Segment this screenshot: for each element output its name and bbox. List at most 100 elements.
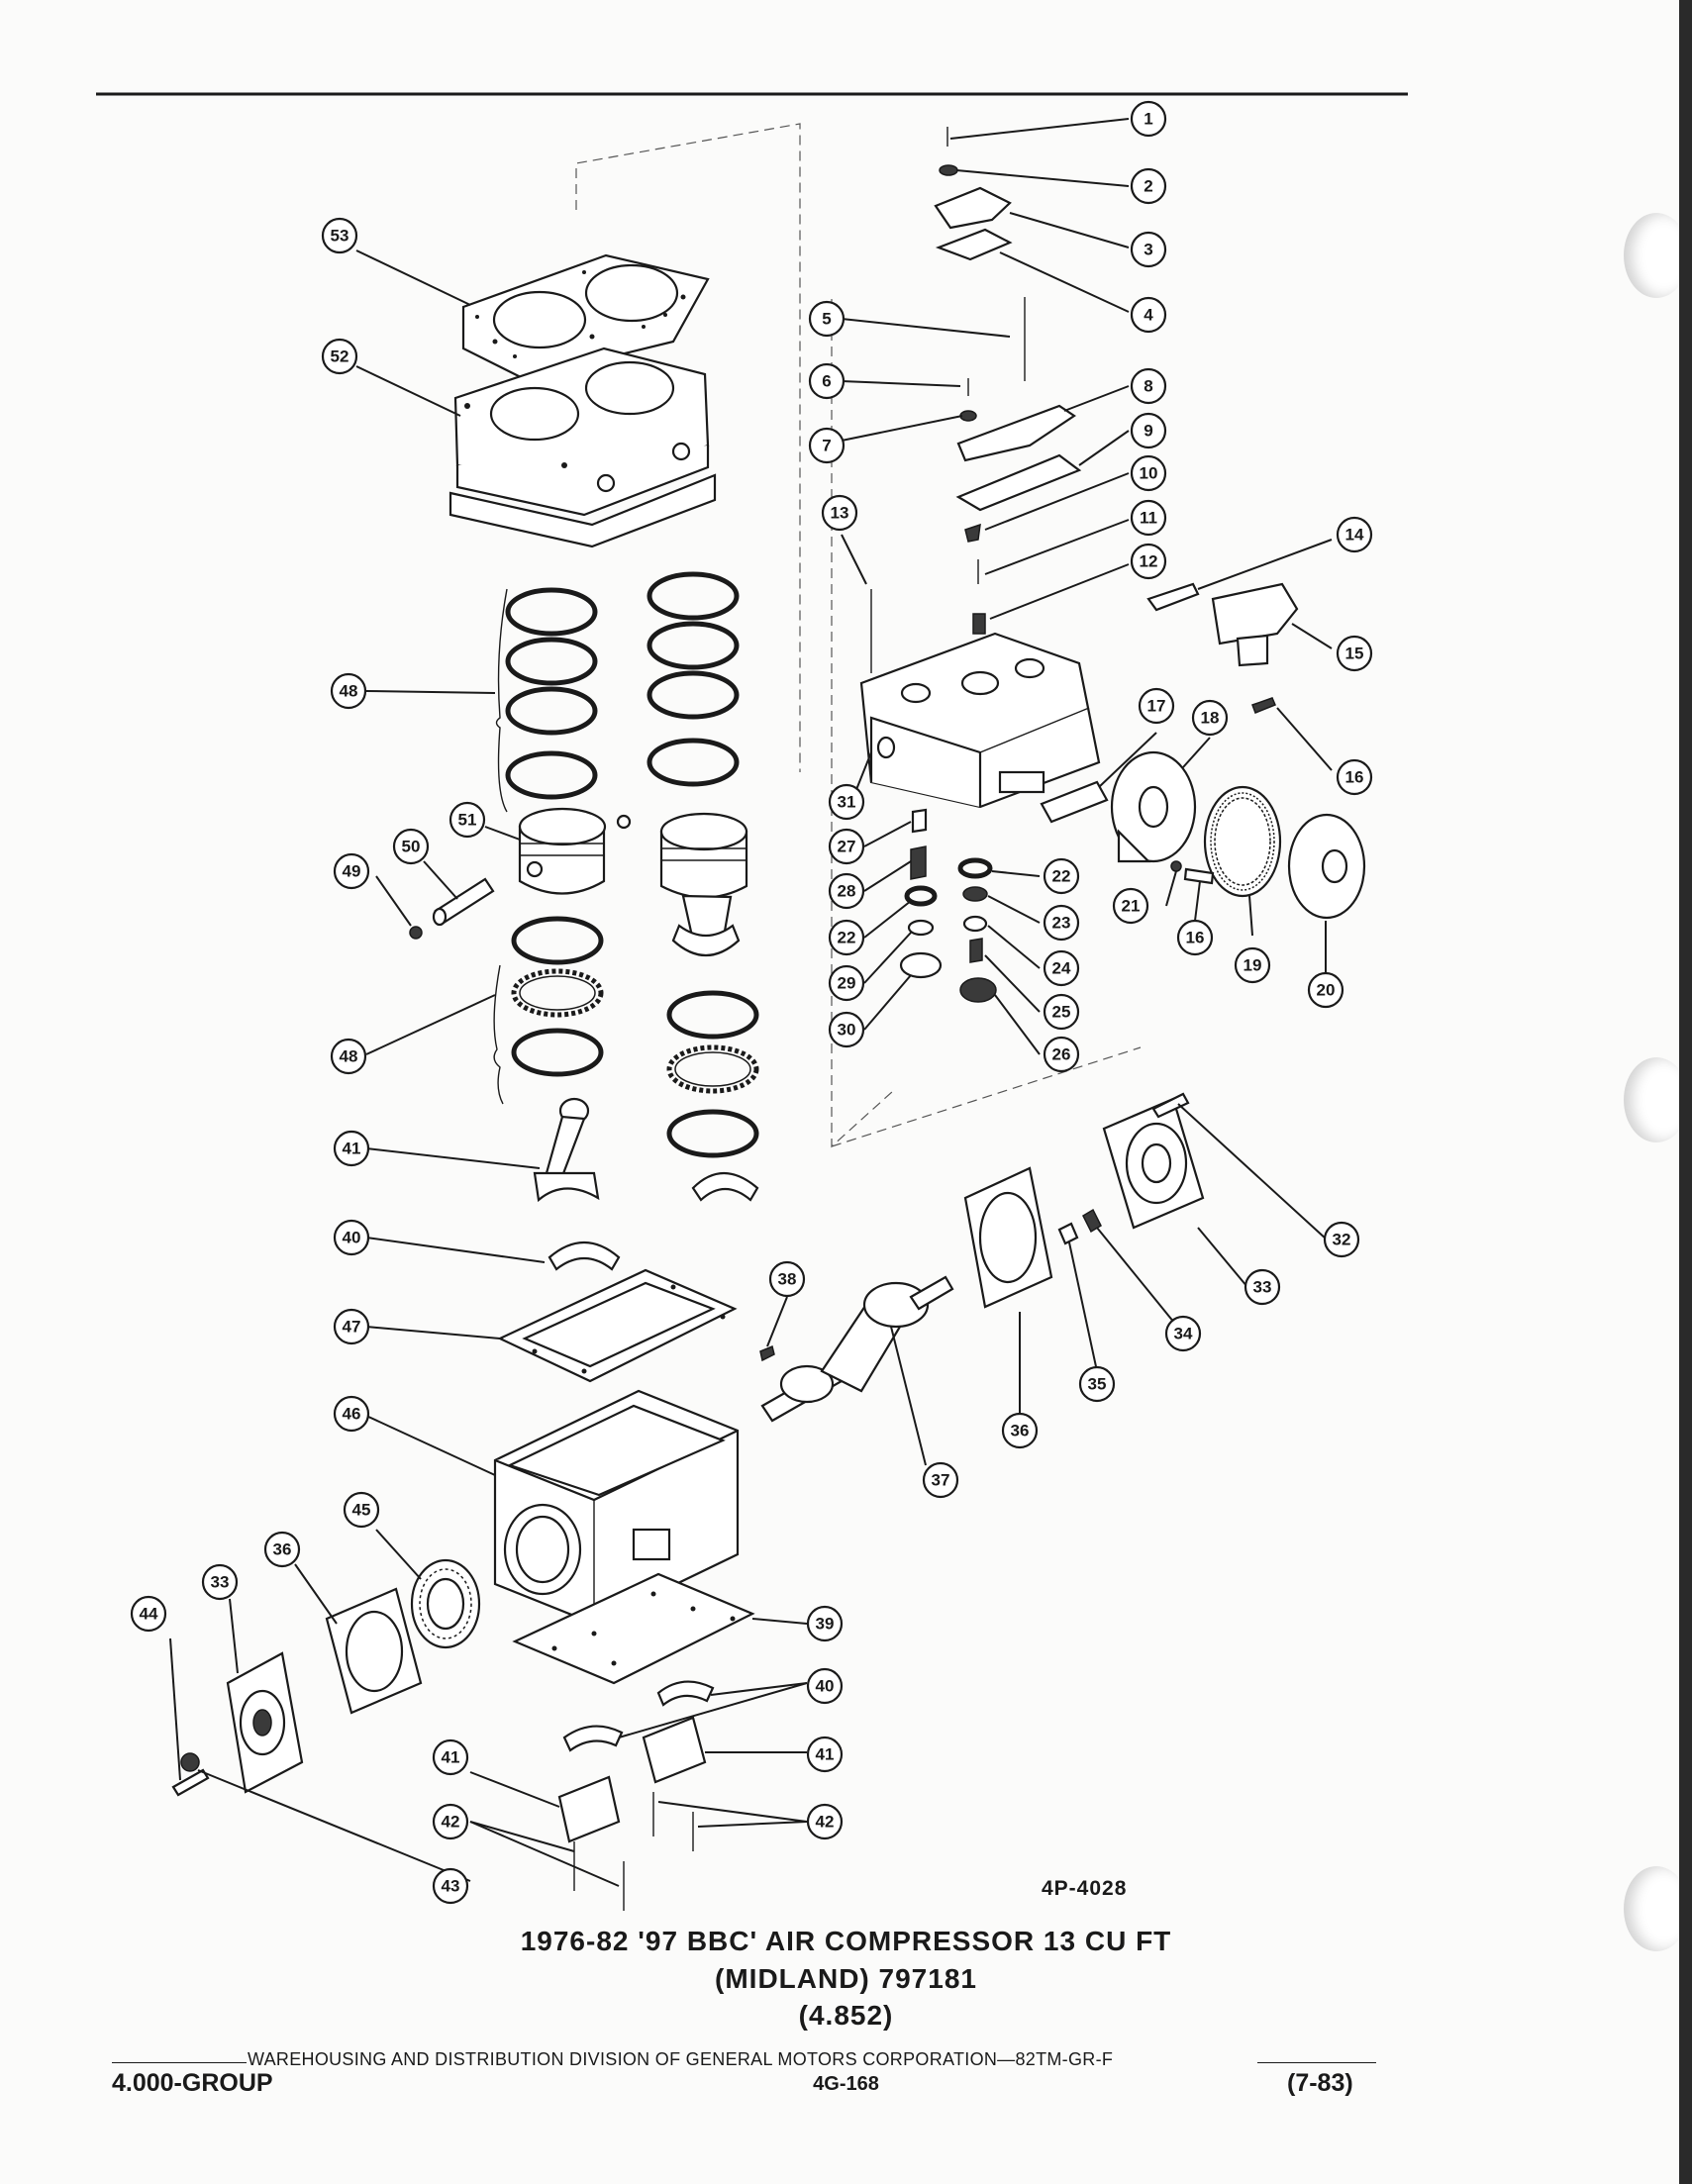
binder-hole-top: [1624, 213, 1689, 298]
ball-bearing: [410, 1558, 481, 1649]
cylinder-block: [448, 347, 717, 548]
leader-lines: [169, 118, 1333, 1887]
callout-48a: 48: [330, 672, 367, 710]
svg-text:16: 16: [1345, 768, 1364, 787]
svg-text:44: 44: [140, 1605, 158, 1624]
footer-rule-right: [1257, 2062, 1376, 2063]
svg-text:2: 2: [1144, 177, 1152, 196]
callout-37: 37: [922, 1461, 959, 1499]
rod-bearing-upper: [691, 1172, 759, 1202]
svg-text:47: 47: [343, 1318, 361, 1337]
svg-text:52: 52: [331, 347, 349, 366]
callout-10: 10: [1130, 454, 1167, 492]
callout-22b: 22: [828, 919, 865, 956]
figure-subtitle: (MIDLAND) 797181: [715, 1963, 977, 1994]
callout-14: 14: [1336, 516, 1373, 553]
seat-29: [907, 919, 935, 937]
footer-division-line: WAREHOUSING AND DISTRIBUTION DIVISION OF…: [248, 2049, 1114, 2069]
callout-32: 32: [1323, 1221, 1360, 1258]
callout-27: 27: [828, 828, 865, 865]
svg-text:12: 12: [1140, 552, 1158, 571]
plunger-27: [911, 808, 928, 834]
callout-36b: 36: [263, 1531, 301, 1568]
cup-26: [959, 977, 997, 1003]
svg-text:40: 40: [816, 1677, 835, 1696]
cap-screw-left: [171, 1768, 210, 1797]
svg-text:21: 21: [1122, 897, 1141, 916]
svg-text:24: 24: [1052, 959, 1071, 978]
callout-25: 25: [1043, 993, 1080, 1031]
end-cover-right: [1102, 1097, 1205, 1230]
callout-53: 53: [321, 217, 358, 254]
piston-right: [659, 812, 748, 957]
svg-text:28: 28: [838, 882, 856, 901]
svg-text:31: 31: [838, 793, 856, 812]
svg-text:39: 39: [816, 1615, 835, 1634]
svg-text:40: 40: [343, 1229, 361, 1247]
svg-text:32: 32: [1333, 1231, 1351, 1249]
svg-text:36: 36: [1011, 1422, 1030, 1440]
crankshaft: [760, 1275, 954, 1423]
assembly-lines: [575, 123, 1142, 1148]
svg-text:13: 13: [831, 504, 849, 523]
callout-23: 23: [1043, 904, 1080, 942]
callout-36a: 36: [1001, 1412, 1039, 1449]
cylinder-head-gasket: [461, 253, 710, 380]
screw-16b: [1183, 867, 1215, 885]
callout-41a: 41: [806, 1736, 844, 1773]
svg-text:11: 11: [1140, 509, 1157, 528]
page-edge-shadow: [1679, 0, 1692, 2184]
svg-text:23: 23: [1052, 914, 1071, 933]
callout-38: 38: [768, 1260, 806, 1298]
spring-28: [910, 845, 927, 880]
svg-text:14: 14: [1345, 526, 1364, 545]
page-number: 4G-168: [813, 2073, 879, 2095]
callout-19: 19: [1234, 946, 1271, 984]
piston-rings-set-right-lower: [666, 990, 759, 1158]
gasket-17: [1040, 780, 1109, 824]
binder-hole-bottom: [1624, 1866, 1689, 1951]
svg-text:51: 51: [458, 811, 477, 830]
svg-text:43: 43: [442, 1877, 460, 1896]
svg-text:41: 41: [442, 1748, 460, 1767]
callout-17: 17: [1138, 687, 1175, 725]
spring-seat: [1057, 1222, 1079, 1245]
svg-text:36: 36: [273, 1540, 292, 1559]
governor-gasket-14: [1146, 582, 1200, 612]
svg-text:33: 33: [211, 1573, 230, 1592]
callout-30: 30: [828, 1011, 865, 1048]
svg-text:1: 1: [1144, 110, 1152, 129]
svg-text:18: 18: [1201, 709, 1220, 728]
svg-text:29: 29: [838, 974, 856, 993]
callout-52: 52: [321, 338, 358, 375]
callout-48b: 48: [330, 1038, 367, 1075]
callout-26: 26: [1043, 1036, 1080, 1073]
svg-text:53: 53: [331, 227, 349, 246]
svg-text:48: 48: [340, 1047, 358, 1066]
callout-11: 11: [1130, 499, 1167, 537]
cylinder-head: [859, 632, 1101, 809]
cleaner-base-18: [1110, 750, 1197, 863]
svg-text:41: 41: [816, 1745, 835, 1764]
callout-44: 44: [130, 1595, 167, 1633]
group-number: 4.000-GROUP: [112, 2069, 273, 2097]
callout-4: 4: [1130, 296, 1167, 334]
callout-6: 6: [808, 362, 846, 400]
nut-left: [180, 1752, 200, 1772]
screw-16a: [1251, 697, 1276, 714]
callout-47: 47: [333, 1308, 370, 1345]
callout-22a: 22: [1043, 857, 1080, 895]
crankcase-gasket: [497, 1268, 738, 1383]
small-spring: [1082, 1208, 1102, 1234]
callout-29: 29: [828, 964, 865, 1002]
callout-13: 13: [821, 494, 858, 532]
svg-text:5: 5: [822, 310, 831, 329]
svg-text:35: 35: [1088, 1375, 1107, 1394]
callout-49: 49: [333, 852, 370, 890]
cup-30: [899, 951, 943, 979]
callout-bubbles: 1 2 3 4 5 6 7 8 9 10 11 12 13 14 15 16 1…: [130, 100, 1373, 1905]
svg-text:9: 9: [1144, 422, 1152, 441]
key: [759, 1344, 775, 1362]
callout-35: 35: [1078, 1365, 1116, 1403]
svg-text:4: 4: [1144, 306, 1153, 325]
